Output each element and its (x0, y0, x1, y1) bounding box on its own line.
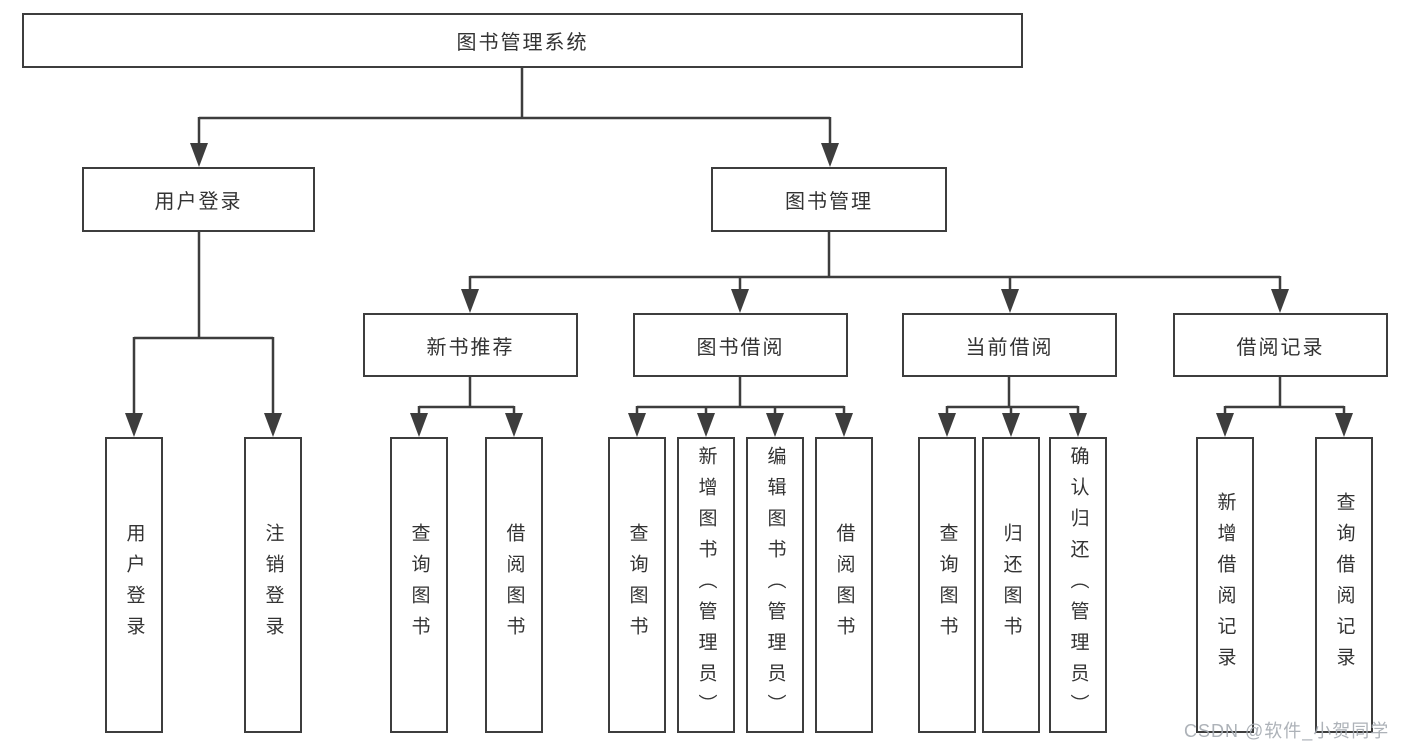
leaf-user-login: 用户登录 (105, 437, 163, 733)
leaf-logout: 注销登录 (244, 437, 302, 733)
leaf-edit-books-admin: 编辑图书（管理员） (746, 437, 804, 733)
leaf-add-borrow-record: 新增借阅记录 (1196, 437, 1254, 733)
node-new-book-recommendation: 新书推荐 (363, 313, 578, 377)
node-user-login-module: 用户登录 (82, 167, 315, 232)
leaf-return-books: 归还图书 (982, 437, 1040, 733)
leaf-confirm-return-admin: 确认归还（管理员） (1049, 437, 1107, 733)
leaf-query-books-current: 查询图书 (918, 437, 976, 733)
leaf-borrow-books-borrowing: 借阅图书 (815, 437, 873, 733)
leaf-borrow-books-recommend: 借阅图书 (485, 437, 543, 733)
leaf-add-books-admin: 新增图书（管理员） (677, 437, 735, 733)
node-book-management-module: 图书管理 (711, 167, 947, 232)
csdn-watermark: CSDN @软件_小贺同学 (1184, 721, 1390, 741)
node-book-borrowing: 图书借阅 (633, 313, 848, 377)
node-library-management-system: 图书管理系统 (22, 13, 1023, 68)
arrowhead-icons (125, 143, 1353, 437)
leaf-query-borrow-record: 查询借阅记录 (1315, 437, 1373, 733)
node-borrowing-records: 借阅记录 (1173, 313, 1388, 377)
leaf-query-books-recommend: 查询图书 (390, 437, 448, 733)
node-current-borrowing: 当前借阅 (902, 313, 1117, 377)
leaf-query-books-borrowing: 查询图书 (608, 437, 666, 733)
